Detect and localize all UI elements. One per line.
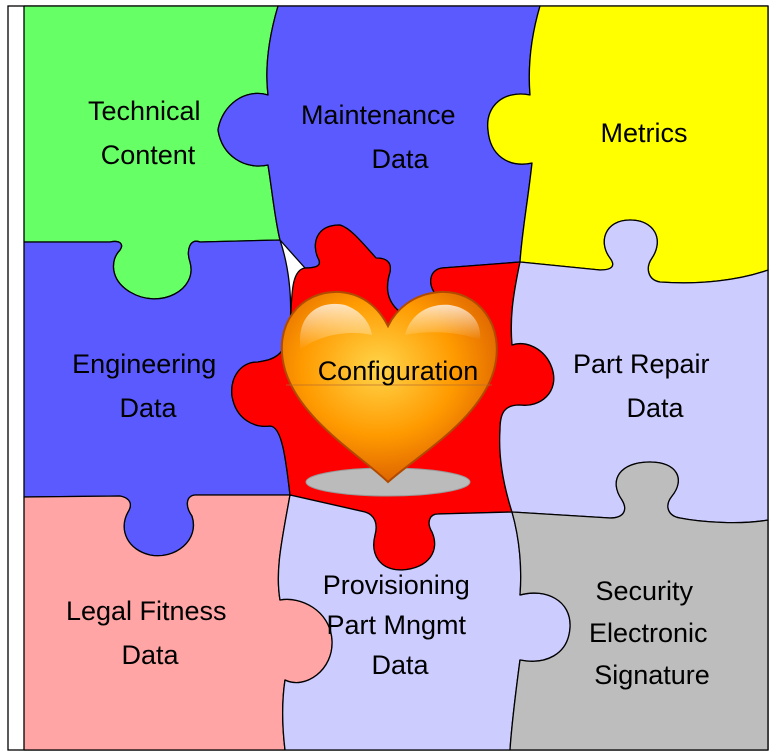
label-provisioning-data: Provisioning Part Mngmt Data (323, 570, 478, 680)
piece-technical-content: Technical Content (23, 5, 281, 300)
label-engineering-data: Engineering Data (72, 349, 224, 423)
label-legal-fitness-data: Legal Fitness Data (66, 596, 234, 670)
label-maintenance-data: Maintenance Data (301, 100, 463, 174)
heart-shape (280, 290, 498, 484)
piece-security-signature-shape (509, 461, 769, 751)
label-configuration-overlay: Configuration (318, 356, 479, 386)
label-technical-content: Technical Content (88, 96, 208, 170)
label-security-signature: Security Electronic Signature (589, 576, 715, 690)
heart-shine-right (405, 304, 481, 340)
piece-engineering-data: Engineering Data (23, 239, 292, 557)
label-metrics: Metrics (601, 118, 688, 148)
piece-metrics: Metrics (487, 5, 769, 284)
piece-maintenance-data: Maintenance Data (217, 5, 541, 315)
heart-shine (300, 303, 372, 350)
label-part-repair-data: Part Repair Data (573, 349, 717, 423)
piece-security-signature: Security Electronic Signature (509, 461, 769, 751)
piece-provisioning-data: Provisioning Part Mngmt Data (277, 494, 571, 751)
heart-icon (280, 290, 498, 497)
